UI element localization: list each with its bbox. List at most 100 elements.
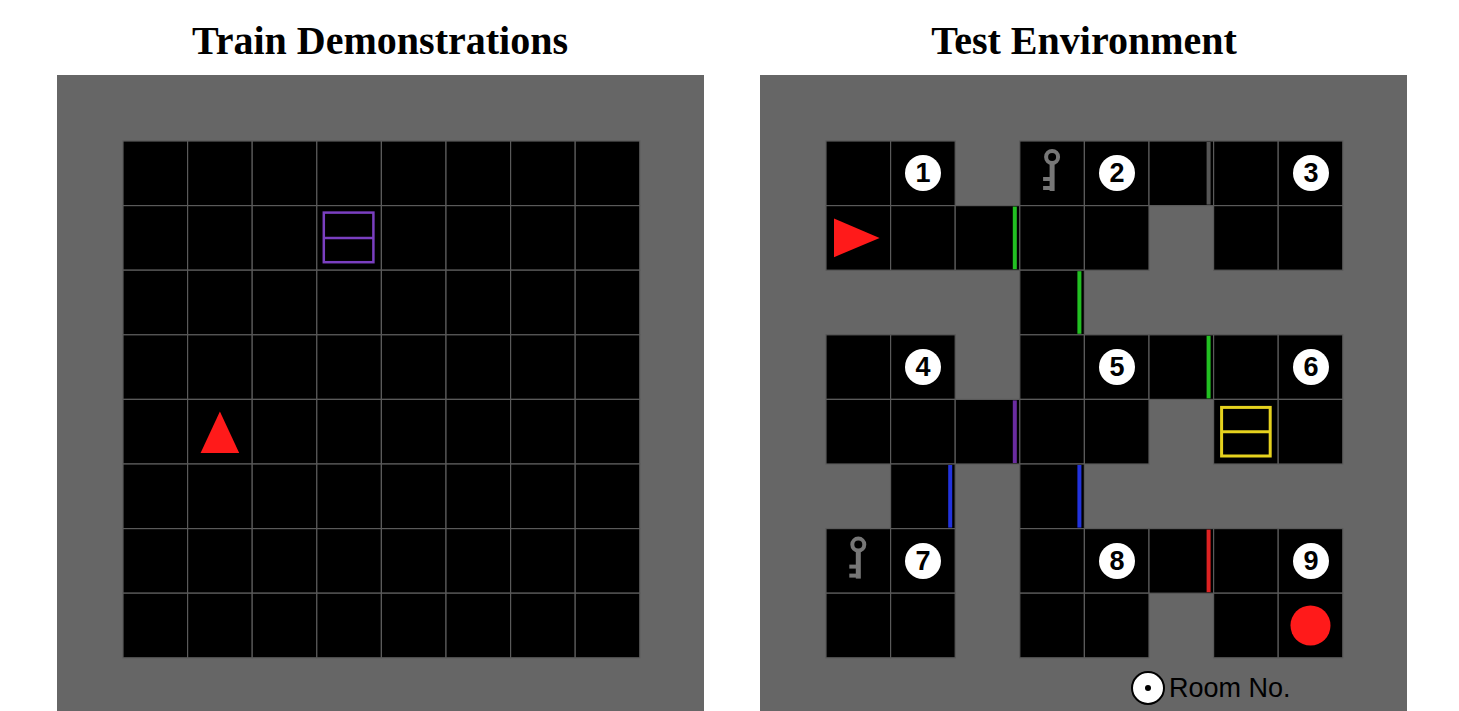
floor-cell	[252, 593, 317, 658]
floor-cell	[1214, 399, 1279, 464]
floor-cell	[188, 206, 253, 271]
agent-arrow	[834, 219, 880, 258]
floor-cell	[1084, 335, 1149, 400]
room-number-text: 1	[915, 160, 930, 187]
panel-title: Test Environment	[931, 17, 1237, 64]
floor-cell	[1149, 335, 1214, 400]
room-number-text: 7	[915, 548, 930, 575]
panel-ground	[57, 75, 704, 711]
floor-cell	[511, 335, 576, 400]
floor-cell	[826, 529, 891, 594]
floor-cell	[826, 335, 891, 400]
floor-cell	[252, 141, 317, 206]
room-number-text: 6	[1303, 354, 1318, 381]
floor-cell	[511, 399, 576, 464]
floor-cell	[891, 464, 956, 529]
agent-arrow	[201, 411, 240, 453]
floor-cell	[317, 464, 382, 529]
door	[1013, 207, 1017, 270]
floor-cell	[381, 399, 446, 464]
floor-cell	[1214, 335, 1279, 400]
floor-cell	[1020, 206, 1085, 271]
floor-cell	[891, 141, 956, 206]
room-number: 3	[1293, 155, 1329, 191]
floor-cell	[575, 464, 640, 529]
floor-cell	[123, 141, 188, 206]
door	[1077, 271, 1081, 334]
door	[948, 465, 952, 528]
box-icon	[1222, 430, 1271, 433]
floor-cell	[446, 464, 511, 529]
room-number-text: 8	[1109, 548, 1124, 575]
key-icon	[1043, 151, 1058, 191]
floor-cell	[575, 141, 640, 206]
floor-cell	[1278, 593, 1343, 658]
floor-cell	[446, 206, 511, 271]
floor-cell	[955, 206, 1020, 271]
room-number: 6	[1293, 349, 1329, 385]
floor-cell	[188, 464, 253, 529]
floor-cell	[511, 464, 576, 529]
door	[1013, 400, 1017, 463]
floor-cell	[446, 335, 511, 400]
door	[1207, 142, 1211, 205]
floor-cell	[1278, 141, 1343, 206]
room-number: 2	[1099, 155, 1135, 191]
room-number: 8	[1099, 543, 1135, 579]
floor-cell	[826, 593, 891, 658]
floor-cell	[891, 529, 956, 594]
floor-cell	[446, 270, 511, 335]
floor-cell	[188, 141, 253, 206]
room-number: 1	[905, 155, 941, 191]
floor-cell	[891, 593, 956, 658]
room-number: 4	[905, 349, 941, 385]
floor-cell	[123, 464, 188, 529]
floor-cell	[1020, 529, 1085, 594]
floor-cell	[1149, 141, 1214, 206]
floor-cell	[188, 399, 253, 464]
floor-cell	[252, 399, 317, 464]
floor-cell	[446, 529, 511, 594]
floor-cell	[381, 529, 446, 594]
floor-cell	[1214, 593, 1279, 658]
floor-cell	[511, 529, 576, 594]
floor-cell	[1020, 335, 1085, 400]
floor-cell	[1084, 529, 1149, 594]
floor-cell	[1020, 270, 1085, 335]
floor-cell	[123, 206, 188, 271]
floor-cell	[575, 399, 640, 464]
floor-cell	[575, 593, 640, 658]
floor-cell	[1278, 529, 1343, 594]
box-icon	[1222, 407, 1271, 456]
door	[1207, 336, 1211, 399]
floor-cell	[826, 141, 891, 206]
floor-cell	[381, 206, 446, 271]
floor-cell	[1278, 335, 1343, 400]
floor-cell	[317, 593, 382, 658]
floor-cell	[123, 270, 188, 335]
floor-cell	[252, 270, 317, 335]
floor-cell	[826, 206, 891, 271]
floor-cell	[511, 206, 576, 271]
floor-cell	[1214, 141, 1279, 206]
floor-cell	[1214, 206, 1279, 271]
room-number-text: 2	[1109, 160, 1124, 187]
floor-cell	[1084, 141, 1149, 206]
panel-title: Train Demonstrations	[192, 17, 568, 64]
room-number: 9	[1293, 543, 1329, 579]
floor-cell	[252, 529, 317, 594]
floor-cell	[188, 270, 253, 335]
floor-cell	[252, 335, 317, 400]
floor-cell	[381, 593, 446, 658]
floor-cell	[511, 270, 576, 335]
floor-cell	[891, 399, 956, 464]
floor-cell	[1020, 399, 1085, 464]
floor-cell	[123, 335, 188, 400]
floor-cell	[252, 206, 317, 271]
floor-cell	[511, 141, 576, 206]
floor-cell	[381, 464, 446, 529]
floor-cell	[1084, 206, 1149, 271]
floor-cell	[575, 335, 640, 400]
legend-text: Room No.	[1169, 673, 1291, 704]
